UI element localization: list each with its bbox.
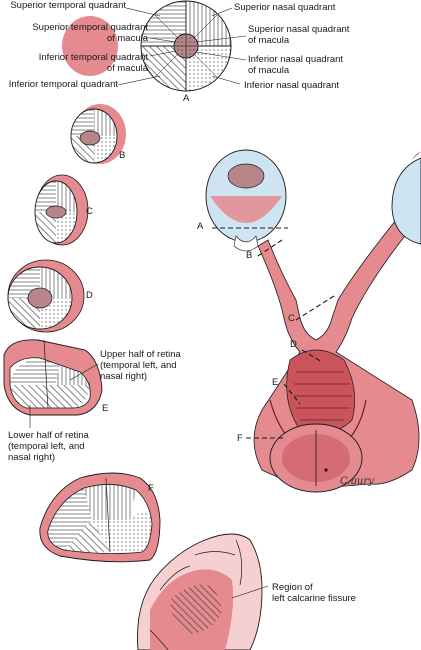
label-inferior-temporal-macula-2: of macula xyxy=(106,63,148,74)
pathway-letter-c: C xyxy=(288,313,295,324)
retina-section-f xyxy=(39,472,161,563)
section-letter-e: E xyxy=(102,403,109,414)
label-inferior-temporal: Inferior temporal quadrant xyxy=(8,79,118,90)
label-cortex-2: left calcarine fissure xyxy=(272,593,356,604)
label-superior-temporal-macula-2: of macula xyxy=(106,33,148,44)
label-superior-nasal-macula-1: Superior nasal quadrant xyxy=(248,24,350,35)
pathway-letter-e: E xyxy=(272,377,279,388)
visual-pathway xyxy=(205,149,421,493)
pathway-letter-a: A xyxy=(197,221,204,232)
section-letter-f: F xyxy=(148,483,154,494)
artist-signature: C.gury xyxy=(340,476,374,487)
section-letter-c: C xyxy=(86,206,93,217)
label-lower-retina-3: nasal right) xyxy=(8,452,55,463)
label-lower-retina-1: Lower half of retina xyxy=(8,430,89,441)
label-superior-nasal: Superior nasal quadrant xyxy=(234,2,336,13)
retina-section-c xyxy=(34,174,89,246)
label-inferior-nasal: Inferior nasal quadrant xyxy=(244,80,340,91)
label-inferior-temporal-macula-1: Inferior temporal quadrant xyxy=(38,52,148,63)
cortex-region-illustration xyxy=(137,533,269,650)
pathway-letter-b: B xyxy=(246,250,253,261)
label-upper-retina-3: nasal right) xyxy=(100,371,147,382)
label-superior-temporal-macula-1: Superior temporal quadrant xyxy=(32,22,148,33)
label-superior-temporal: Superior temporal quadrant xyxy=(10,0,126,11)
label-upper-retina-1: Upper half of retina xyxy=(100,349,181,360)
temporal-cap xyxy=(62,16,118,76)
retina-section-d xyxy=(7,259,85,333)
section-letter-d: D xyxy=(86,290,93,301)
label-superior-nasal-macula-2: of macula xyxy=(248,35,290,46)
pathway-letter-d: D xyxy=(290,339,297,350)
label-lower-retina-2: (temporal left, and xyxy=(8,441,85,452)
section-letter-b: B xyxy=(119,150,126,161)
label-cortex-1: Region of xyxy=(272,582,313,593)
label-inferior-nasal-macula-1: Inferior nasal quadrant xyxy=(248,54,344,65)
retina-section-e xyxy=(3,339,103,428)
label-upper-retina-2: (temporal left, and xyxy=(100,360,177,371)
label-inferior-nasal-macula-2: of macula xyxy=(248,65,290,76)
retina-section-a xyxy=(62,0,247,92)
section-letter-a: A xyxy=(183,93,190,104)
pathway-letter-f: F xyxy=(237,433,243,444)
retina-section-b xyxy=(70,104,126,164)
